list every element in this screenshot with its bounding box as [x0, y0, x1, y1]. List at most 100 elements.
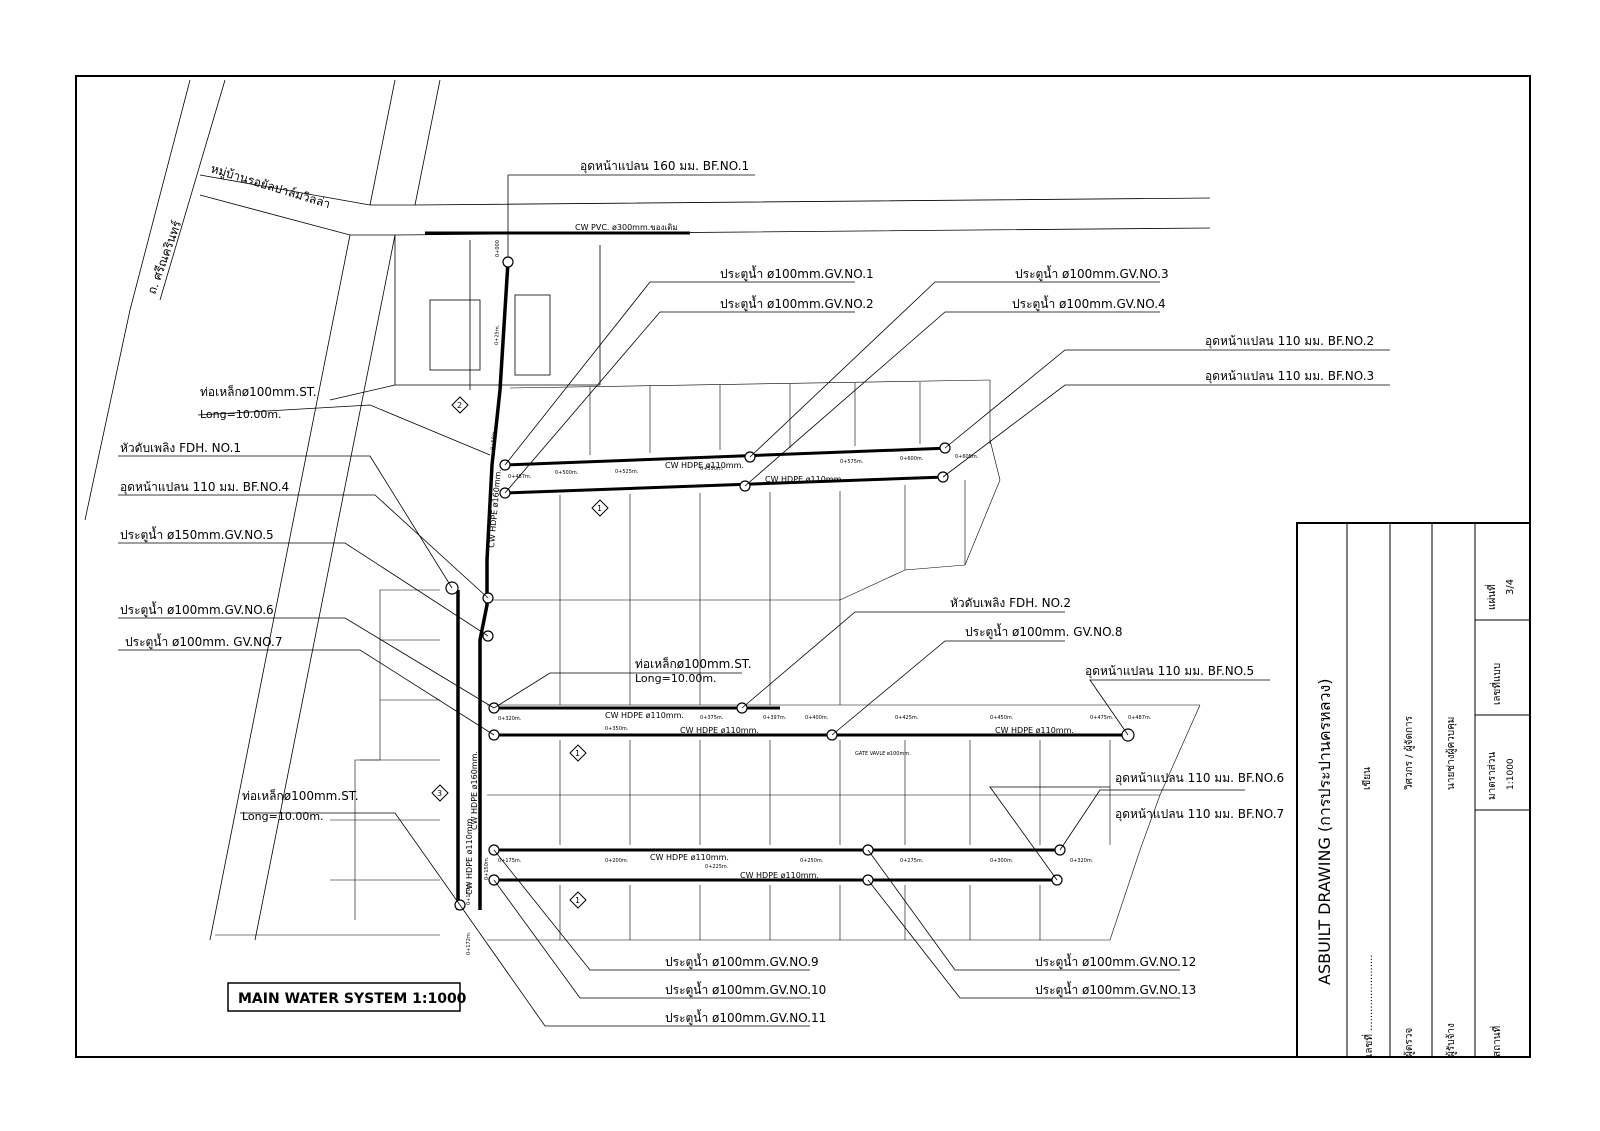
svg-text:0+487m.: 0+487m. — [1128, 715, 1152, 721]
pipe-label-hdpe110-vert: CW HDPE ø110mm. — [465, 816, 474, 895]
pipe-label-hdpe160-lower: CW HDPE ø160mm. — [470, 751, 479, 830]
callout-bf2: อุดหน้าแปลน 110 มม. BF.NO.2 — [1205, 334, 1374, 349]
svg-text:0+150m.: 0+150m. — [484, 856, 490, 880]
tb-contractor: ผู้รับจ้าง — [1445, 1023, 1457, 1057]
svg-text:0+320m.: 0+320m. — [1070, 858, 1094, 864]
svg-text:0+375m.: 0+375m. — [700, 715, 724, 721]
pipe-label-r3a: CW HDPE ø110mm. — [650, 853, 729, 862]
svg-text:0+500m.: 0+500m. — [555, 470, 579, 476]
title-block-text: ASBUILT DRAWING (การประปานครหลวง) เขียน … — [1315, 579, 1516, 1057]
svg-text:0+25m.: 0+25m. — [494, 324, 501, 345]
tb-writer: เขียน — [1361, 767, 1373, 790]
callout-bf4: อุดหน้าแปลน 110 มม. BF.NO.4 — [120, 480, 289, 495]
callout-gv9: ประตูน้ำ ø100mm.GV.NO.9 — [665, 953, 819, 970]
callout-bf7: อุดหน้าแปลน 110 มม. BF.NO.7 — [1115, 807, 1284, 822]
lot-grid — [215, 379, 1201, 941]
callout-gv6: ประตูน้ำ ø100mm.GV.NO.6 — [120, 601, 274, 618]
tb-checker: ผู้ตรวจ — [1403, 1028, 1415, 1057]
callout-gv1: ประตูน้ำ ø100mm.GV.NO.1 — [720, 265, 874, 282]
callout-bf3: อุดหน้าแปลน 110 มม. BF.NO.3 — [1205, 369, 1374, 384]
callout-gv10: ประตูน้ำ ø100mm.GV.NO.10 — [665, 981, 826, 998]
valve-symbols — [445, 256, 1135, 911]
svg-text:0+175m.: 0+175m. — [498, 858, 522, 864]
callout-gv12: ประตูน้ำ ø100mm.GV.NO.12 — [1035, 953, 1196, 970]
tb-sheet-value: 3/4 — [1505, 579, 1516, 595]
section-marker-labels: 1 2 1 3 1 — [437, 401, 602, 905]
callout-fdh2: หัวดับเพลิง FDH. NO.2 — [950, 596, 1071, 610]
svg-text:0+600m.: 0+600m. — [900, 456, 924, 462]
branch-pipes — [492, 446, 1130, 882]
callout-bf5: อุดหน้าแปลน 110 มม. BF.NO.5 — [1085, 664, 1254, 679]
tb-drawing-no-label: เลขที่แบบ — [1489, 663, 1503, 705]
main-trunk-160 — [456, 261, 510, 910]
callout-gv8: ประตูน้ำ ø100mm. GV.NO.8 — [965, 623, 1122, 640]
tb-engineer: วิศวกร / ผู้จัดการ — [1403, 715, 1415, 790]
svg-text:0+525m.: 0+525m. — [615, 469, 639, 475]
section-markers — [431, 396, 609, 909]
tb-sheet-label: แผ่นที่ — [1484, 584, 1498, 610]
svg-text:0+475m.: 0+475m. — [1090, 715, 1114, 721]
callout-st3b: Long=10.00m. — [242, 810, 324, 823]
callout-bf6: อุดหน้าแปลน 110 มม. BF.NO.6 — [1115, 771, 1284, 786]
drawing-frame — [75, 75, 1531, 1058]
pipe-label-r1b: CW HDPE ø110mm. — [765, 475, 844, 484]
existing-main-label: CW PVC. ø300mm.ของเดิม — [575, 223, 678, 232]
callout-gv5: ประตูน้ำ ø150mm.GV.NO.5 — [120, 526, 274, 543]
callout-gv7: ประตูน้ำ ø100mm. GV.NO.7 — [125, 633, 282, 650]
svg-text:0+200m.: 0+200m. — [605, 858, 629, 864]
svg-text:0+425m.: 0+425m. — [895, 715, 919, 721]
section-marker-1a: 1 — [597, 504, 602, 513]
callout-st3a: ท่อเหล็กø100mm.ST. — [242, 788, 359, 803]
pipe-label-r2b: CW HDPE ø110mm. — [680, 726, 759, 735]
callout-st1a: ท่อเหล็กø100mm.ST. — [200, 384, 317, 399]
section-marker-3: 3 — [437, 789, 442, 798]
svg-text:0+172m.: 0+172m. — [466, 931, 472, 955]
svg-text:0+550m.: 0+550m. — [700, 466, 724, 472]
callout-st2a: ท่อเหล็กø100mm.ST. — [635, 656, 752, 671]
svg-text:0+450m.: 0+450m. — [990, 715, 1014, 721]
svg-text:0+320m.: 0+320m. — [498, 716, 522, 722]
drawing-title-box — [227, 982, 461, 1012]
svg-text:0+300m.: 0+300m. — [990, 858, 1014, 864]
pipe-label-r2c: CW HDPE ø110mm. — [995, 726, 1074, 735]
svg-text:0+350m.: 0+350m. — [605, 726, 629, 732]
svg-text:0+397m.: 0+397m. — [763, 715, 787, 721]
callout-st2b: Long=10.00m. — [635, 672, 717, 685]
pipe-label-r3b: CW HDPE ø110mm. — [740, 871, 819, 880]
svg-text:0+605m.: 0+605m. — [955, 454, 979, 460]
tb-scale-value: 1:1000 — [1506, 758, 1516, 790]
chainage-labels: 0+000 0+25m. 0+50m. 0+487m. 0+500m. 0+52… — [466, 240, 1152, 955]
callout-gv11: ประตูน้ำ ø100mm.GV.NO.11 — [665, 1009, 826, 1026]
title-block-main-title: ASBUILT DRAWING (การประปานครหลวง) — [1315, 678, 1334, 985]
tb-number: เลขที่ ........................ — [1361, 955, 1375, 1057]
svg-text:0+575m.: 0+575m. — [840, 459, 864, 465]
drawing-title: MAIN WATER SYSTEM 1:1000 — [238, 991, 467, 1007]
svg-text:0+487m.: 0+487m. — [508, 474, 532, 480]
svg-text:0+225m.: 0+225m. — [705, 864, 729, 870]
callout-gv2: ประตูน้ำ ø100mm.GV.NO.2 — [720, 295, 874, 312]
tb-location: สถานที่ — [1489, 1026, 1503, 1057]
title-block — [1296, 522, 1531, 1058]
callout-labels: อุดหน้าแปลน 160 มม. BF.NO.1 ประตูน้ำ ø10… — [120, 159, 1374, 1026]
village-name: หมู่บ้านรอยัลปาล์มวิลล่า — [209, 161, 332, 212]
leader-lines — [118, 281, 1390, 1027]
roads-layer — [84, 79, 1211, 941]
section-marker-1c: 1 — [575, 896, 580, 905]
callout-gv3: ประตูน้ำ ø100mm.GV.NO.3 — [1015, 265, 1169, 282]
svg-text:0+000: 0+000 — [495, 240, 501, 257]
section-marker-2: 2 — [457, 401, 462, 410]
svg-text:0+275m.: 0+275m. — [900, 858, 924, 864]
svg-text:0+250m.: 0+250m. — [800, 858, 824, 864]
tb-scale-label: มาตราส่วน — [1487, 752, 1498, 800]
callout-fdh1: หัวดับเพลิง FDH. NO.1 — [120, 441, 241, 455]
svg-text:0+50m.: 0+50m. — [490, 429, 498, 450]
svg-text:0+170m.: 0+170m. — [466, 881, 472, 905]
callout-gv4: ประตูน้ำ ø100mm.GV.NO.4 — [1012, 295, 1166, 312]
tb-chief: นายช่างผู้ควบคุม — [1445, 717, 1457, 790]
callout-gv13: ประตูน้ำ ø100mm.GV.NO.13 — [1035, 981, 1196, 998]
callout-st1b: Long=10.00m. — [200, 408, 282, 421]
section-marker-1b: 1 — [575, 749, 580, 758]
pipe-label-r2a: CW HDPE ø110mm. — [605, 711, 684, 720]
callout-bf1: อุดหน้าแปลน 160 มม. BF.NO.1 — [580, 159, 749, 174]
